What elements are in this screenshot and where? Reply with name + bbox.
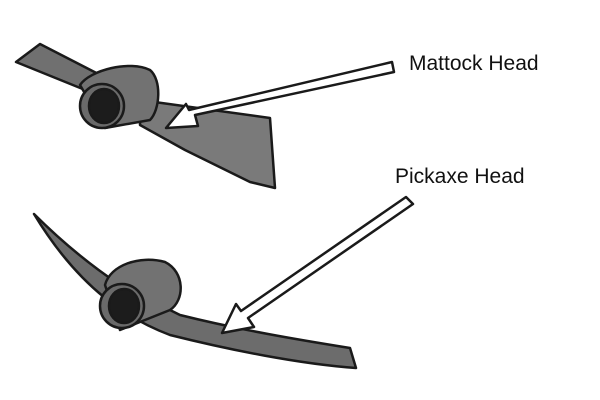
mattock-head-label: Mattock Head bbox=[409, 52, 539, 75]
pickaxe-arrow bbox=[220, 195, 415, 335]
mattock-arrow bbox=[164, 60, 396, 130]
mattock-head bbox=[14, 42, 277, 190]
pickaxe-head bbox=[32, 212, 358, 370]
pickaxe-head-label: Pickaxe Head bbox=[395, 165, 525, 188]
